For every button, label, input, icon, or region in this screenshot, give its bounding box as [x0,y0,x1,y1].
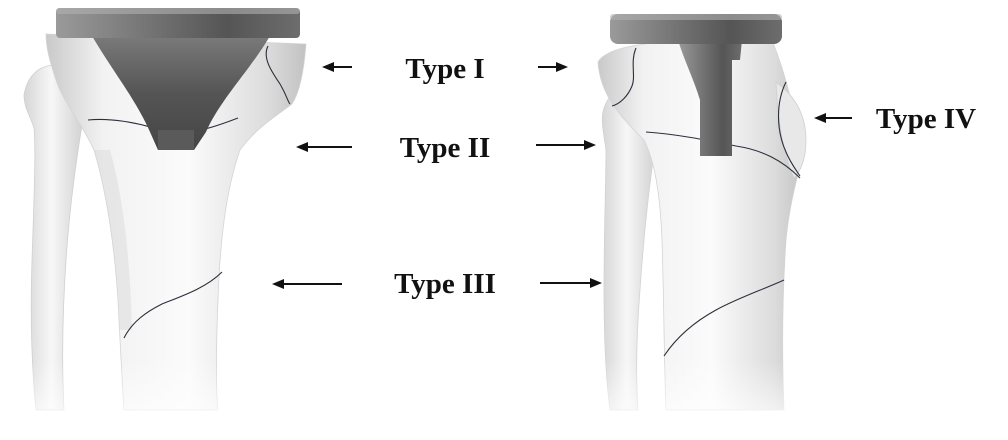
right-crack-type-2 [645,131,801,179]
left-implant-tray [56,8,300,38]
right-implant-tray [610,14,782,44]
left-tibia-view [0,8,320,440]
label-type-1: Type I [405,53,484,85]
label-type-3: Type III [394,268,496,300]
label-type-1-group: Type I [322,53,568,85]
left-crack-type-3 [123,271,223,339]
right-tibia-view [580,14,840,440]
label-type-4-group: Type IV [814,103,976,135]
left-implant-cone [92,36,270,150]
right-implant-stem [678,40,742,156]
label-type-3-group: Type III [272,268,602,300]
label-type-2-group: Type II [296,132,596,164]
right-crack-type-3 [663,279,785,357]
label-type-4: Type IV [876,103,976,135]
right-crack-type-4 [778,81,801,177]
label-type-2: Type II [400,132,491,164]
left-crack-type-1 [265,45,291,105]
right-plateau-bump [775,81,807,179]
right-crack-type-1 [611,47,637,107]
left-implant-stem [158,130,194,150]
